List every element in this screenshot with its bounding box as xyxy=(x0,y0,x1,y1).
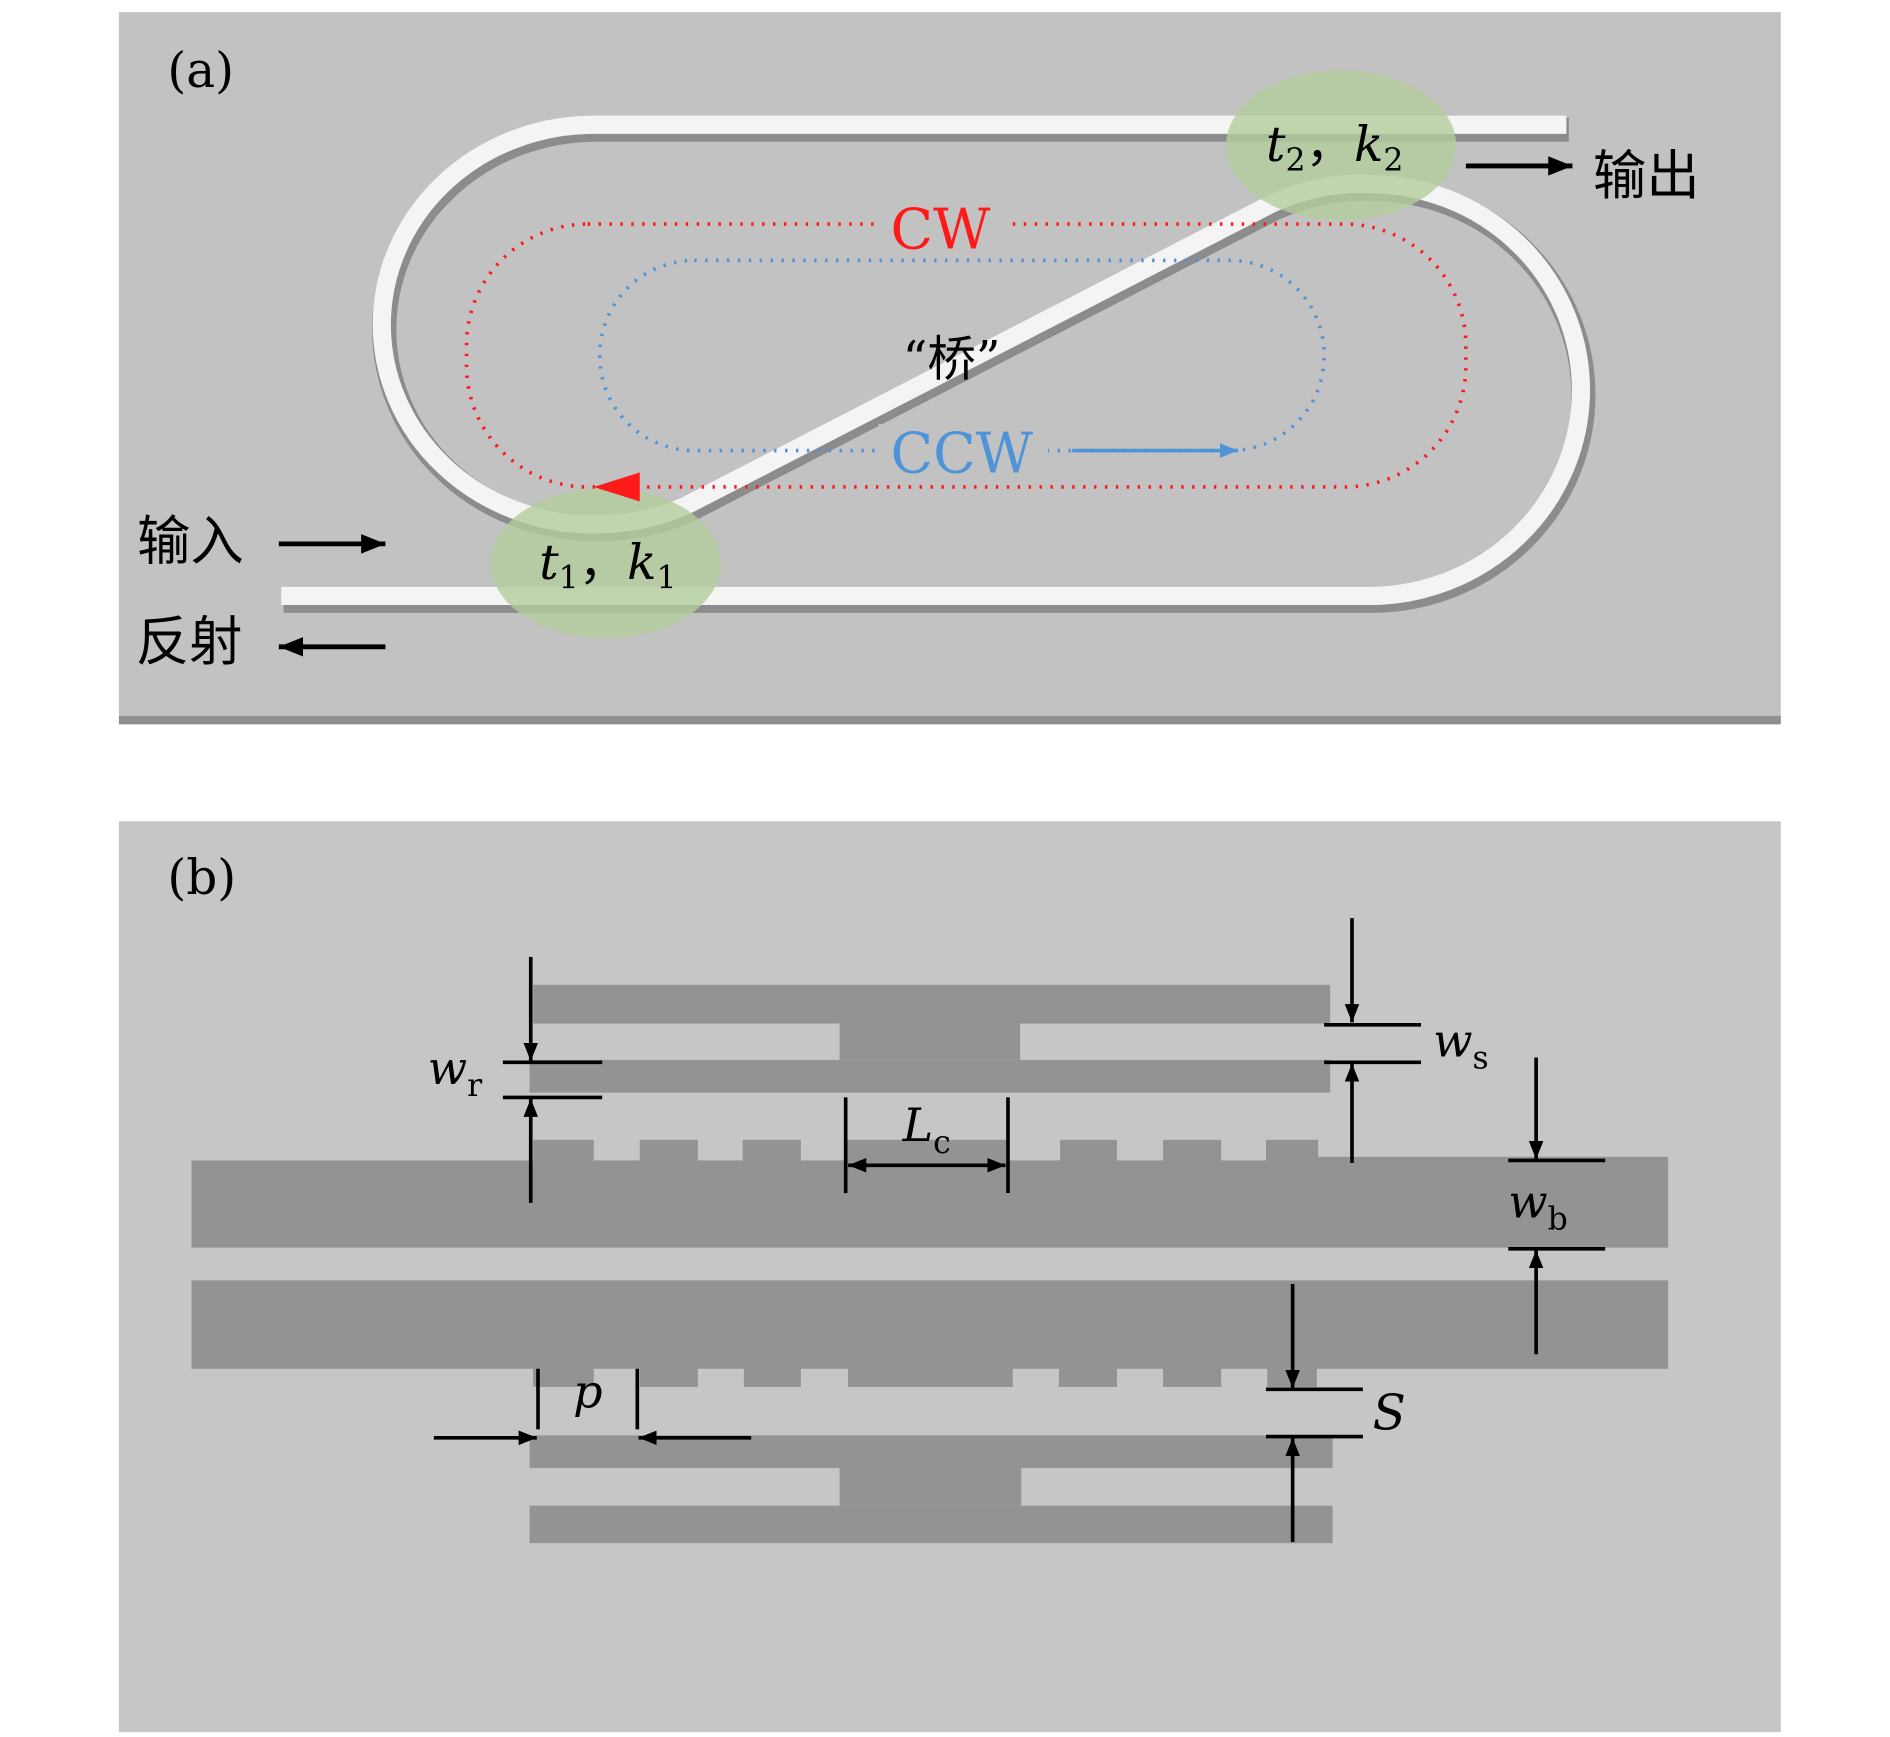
wb-label: wb xyxy=(1508,1174,1568,1237)
panel-a-label: (a) xyxy=(167,43,234,99)
bridge-label: “桥” xyxy=(903,332,1001,388)
coupler-1-label: t1，k1 xyxy=(539,535,676,597)
coupler-2-region xyxy=(1226,70,1457,221)
p-label: p xyxy=(573,1365,602,1419)
ws-label: ws xyxy=(1433,1013,1489,1076)
ccw-label: CCW xyxy=(890,421,1033,486)
lower-ring-connector xyxy=(839,1468,1022,1506)
panel-a-edge xyxy=(118,715,1781,725)
cw-path xyxy=(464,222,1468,489)
wr-label: wr xyxy=(428,1041,483,1104)
coupler-2-label: t2，k2 xyxy=(1266,117,1403,179)
grating-tooth xyxy=(533,1367,594,1387)
upper-ring-top xyxy=(533,984,1331,1024)
grating-tooth xyxy=(743,1367,801,1387)
s-label: S xyxy=(1373,1385,1406,1441)
grating-tooth xyxy=(742,1139,801,1162)
upper-ring-bottom xyxy=(529,1059,1331,1093)
grating-tooth xyxy=(1163,1367,1222,1387)
grating-tooth xyxy=(1058,1367,1118,1387)
lower-ring-bottom xyxy=(529,1505,1333,1544)
panel-b-background xyxy=(118,821,1781,1733)
ccw-path xyxy=(597,258,1326,453)
grating-tooth xyxy=(533,1139,594,1162)
bus-waveguide-upper xyxy=(191,1160,1669,1248)
panel-b-label: (b) xyxy=(167,850,236,906)
output-label: 输出 xyxy=(1593,145,1700,207)
panel-b: (b) wr ws wb Lc p S xyxy=(118,821,1781,1733)
lc-label: Lc xyxy=(902,1098,951,1161)
upper-ring-connector xyxy=(839,1023,1021,1060)
input-label: 输入 xyxy=(137,511,244,573)
grating-tooth xyxy=(1163,1139,1222,1162)
grating-tooth xyxy=(639,1367,698,1387)
reflect-label: 反射 xyxy=(136,611,243,673)
coupler-1-region xyxy=(490,488,721,639)
cw-arrowhead-icon xyxy=(593,472,640,502)
grating-tooth xyxy=(845,1139,1008,1162)
grating-structure xyxy=(191,984,1669,1544)
grating-tooth xyxy=(1265,1139,1319,1162)
grating-tooth xyxy=(639,1139,698,1162)
cw-label: CW xyxy=(890,197,991,262)
dimension-lines xyxy=(433,918,1606,1542)
grating-tooth xyxy=(848,1367,1013,1387)
grating-tooth xyxy=(1060,1139,1118,1162)
panel-a: (a) CW CCW “桥” t1，k1 t2，k2 输出 输入 反射 xyxy=(118,12,1781,725)
lower-ring-top xyxy=(529,1435,1333,1469)
bus-waveguide-lower xyxy=(191,1280,1669,1369)
